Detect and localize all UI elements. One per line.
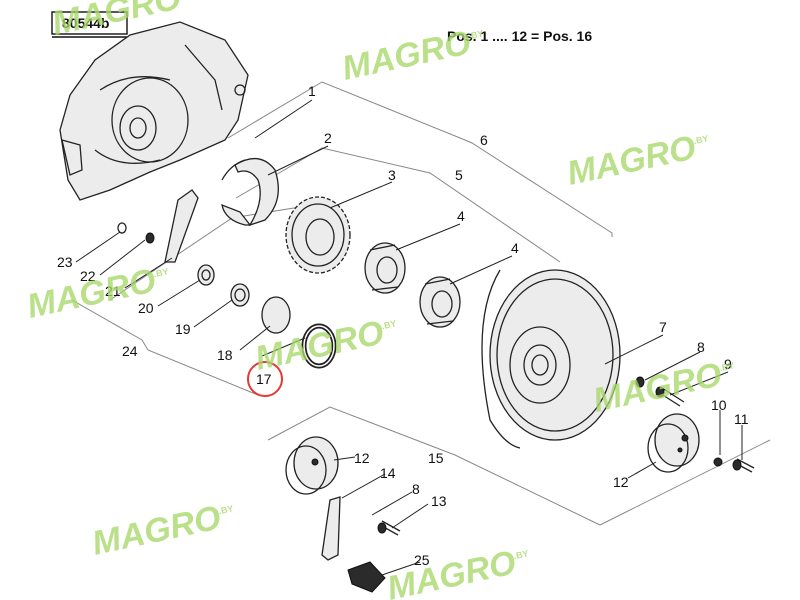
sprocket-part bbox=[285, 196, 351, 274]
lever-part-upper bbox=[164, 189, 199, 263]
callout-3: 3 bbox=[388, 167, 396, 183]
callout-4: 4 bbox=[457, 208, 465, 224]
header-note: Pos. 1 .... 12 = Pos. 16 bbox=[447, 28, 592, 44]
callouts: 1 2 3 4 4 5 6 7 8 8 9 10 11 12 12 13 14 … bbox=[57, 83, 749, 568]
screw-part bbox=[732, 458, 755, 473]
callout-8-lower: 8 bbox=[412, 481, 420, 497]
housing-part bbox=[59, 21, 249, 201]
callout-15: 15 bbox=[428, 450, 444, 466]
callout-12-right: 12 bbox=[613, 474, 629, 490]
callout-1: 1 bbox=[308, 83, 316, 99]
svg-text:.BY: .BY bbox=[153, 266, 170, 279]
washer-part-2 bbox=[713, 457, 723, 467]
clip-part bbox=[347, 561, 386, 593]
svg-text:MAGRO: MAGRO bbox=[339, 24, 474, 88]
highlight-circle bbox=[247, 361, 283, 397]
callout-6: 6 bbox=[480, 132, 488, 148]
callout-20: 20 bbox=[138, 300, 154, 316]
svg-text:.BY: .BY bbox=[218, 503, 235, 516]
bearing-part-2 bbox=[419, 276, 461, 328]
callout-23: 23 bbox=[57, 254, 73, 270]
ref-code-box: 80544b bbox=[51, 11, 128, 38]
callout-4-second: 4 bbox=[511, 240, 519, 256]
bolt-part-lower bbox=[377, 520, 401, 536]
callout-8: 8 bbox=[697, 339, 705, 355]
svg-text:MAGRO: MAGRO bbox=[89, 499, 224, 563]
callout-24: 24 bbox=[122, 343, 138, 359]
svg-text:.BY: .BY bbox=[719, 360, 736, 373]
callout-11: 11 bbox=[734, 411, 749, 427]
watermark-logo: MAGRO .BY bbox=[564, 129, 710, 193]
bushing-part bbox=[230, 283, 250, 307]
watermark-logo: MAGRO .BY bbox=[384, 544, 530, 600]
callout-12: 12 bbox=[354, 450, 370, 466]
svg-text:.BY: .BY bbox=[468, 28, 485, 41]
brake-shoe-part bbox=[221, 158, 279, 227]
callout-17: 17 bbox=[256, 371, 272, 387]
watermark-logo: MAGRO .BY bbox=[339, 24, 485, 88]
bolt-part bbox=[655, 386, 685, 407]
seal-part bbox=[197, 264, 215, 286]
callout-22: 22 bbox=[80, 268, 96, 284]
o-ring-part bbox=[301, 323, 337, 369]
svg-text:.BY: .BY bbox=[381, 318, 398, 331]
callout-9: 9 bbox=[724, 356, 732, 372]
cap-part bbox=[261, 296, 291, 334]
svg-text:.BY: .BY bbox=[693, 133, 710, 146]
callout-14: 14 bbox=[380, 465, 396, 481]
callout-19: 19 bbox=[175, 321, 191, 337]
bearing-part bbox=[364, 242, 406, 294]
nut-part bbox=[145, 232, 155, 244]
cam-part-right bbox=[647, 413, 700, 473]
washer-part bbox=[635, 376, 645, 388]
svg-text:MAGRO: MAGRO bbox=[384, 544, 519, 600]
callout-10: 10 bbox=[711, 397, 727, 413]
callout-21: 21 bbox=[105, 283, 121, 299]
callout-25: 25 bbox=[414, 552, 430, 568]
lever-part bbox=[321, 496, 341, 561]
brake-drum-part bbox=[481, 269, 621, 449]
ring-part bbox=[117, 222, 127, 234]
cam-part-left bbox=[285, 436, 339, 495]
leader-lines bbox=[75, 99, 743, 576]
callout-18: 18 bbox=[217, 347, 233, 363]
svg-text:.BY: .BY bbox=[513, 548, 530, 561]
svg-text:MAGRO: MAGRO bbox=[564, 129, 699, 193]
callout-2: 2 bbox=[324, 130, 332, 146]
ref-code: 80544b bbox=[62, 15, 109, 31]
callout-5: 5 bbox=[455, 167, 463, 183]
callout-13: 13 bbox=[431, 493, 447, 509]
callout-7: 7 bbox=[659, 319, 667, 335]
watermark-logo: MAGRO .BY bbox=[89, 499, 235, 563]
